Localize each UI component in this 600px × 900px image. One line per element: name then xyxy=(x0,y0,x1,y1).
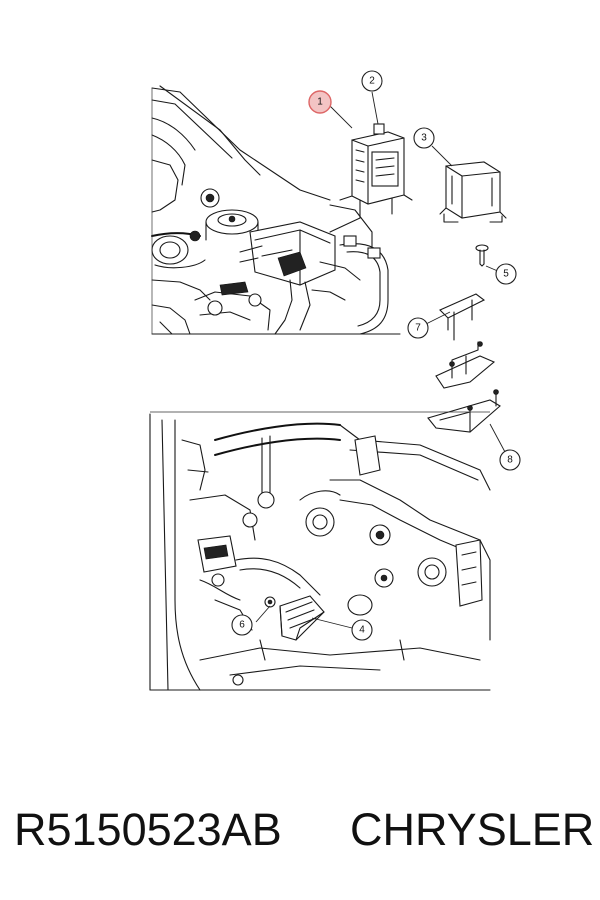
callout-3-label: 3 xyxy=(421,133,427,144)
support-bracket-lower xyxy=(427,389,501,433)
callout-5-label: 5 xyxy=(503,269,509,280)
engine-bay-top-view xyxy=(151,85,401,335)
callout-5: 5 xyxy=(495,263,517,285)
leader-lines xyxy=(255,91,506,629)
brand-name: CHRYSLER xyxy=(350,804,595,855)
callout-2: 2 xyxy=(361,70,383,92)
engine-bay-lower-view xyxy=(149,411,491,691)
part-number: R5150523AB xyxy=(14,804,282,855)
support-bracket-upper xyxy=(435,293,496,389)
callout-7-label: 7 xyxy=(415,323,421,334)
callout-8-label: 8 xyxy=(507,455,513,466)
callout-7: 7 xyxy=(407,317,429,339)
callout-6-label: 6 xyxy=(239,620,245,631)
callout-1: 1 xyxy=(308,90,332,114)
callout-2-label: 2 xyxy=(369,76,375,87)
engine-control-module xyxy=(329,123,413,233)
callout-3: 3 xyxy=(413,127,435,149)
callout-4: 4 xyxy=(351,619,373,641)
body-control-module xyxy=(279,595,325,641)
callout-8: 8 xyxy=(499,449,521,471)
parts-diagram: 1 2 3 5 7 8 6 4 xyxy=(149,70,521,691)
callout-6: 6 xyxy=(231,614,253,636)
bolt xyxy=(475,244,489,267)
module-bracket xyxy=(439,161,507,223)
callout-4-label: 4 xyxy=(359,625,365,636)
nut xyxy=(264,596,276,608)
callout-1-label: 1 xyxy=(317,97,323,108)
